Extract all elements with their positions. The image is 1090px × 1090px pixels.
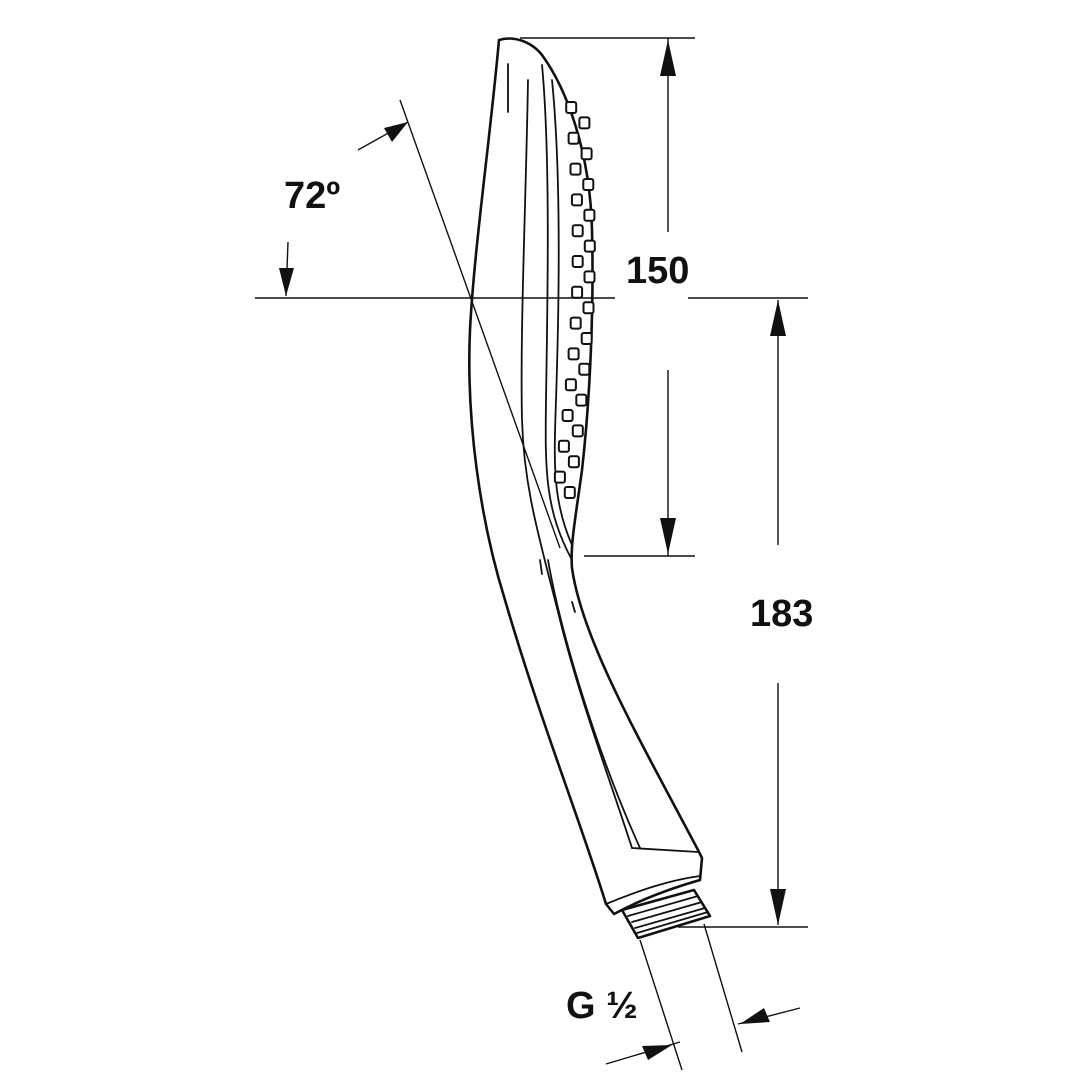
spray-nozzle [571, 255, 584, 268]
hand-shower-body [468, 37, 704, 916]
handset-outline [468, 37, 704, 916]
arrowhead-150-bottom [660, 518, 676, 554]
spray-nozzles [553, 101, 596, 499]
arrowhead-150-top [660, 40, 676, 76]
angle-arrowhead-top [384, 122, 408, 142]
spray-nozzle [567, 347, 580, 361]
spray-nozzle [564, 378, 577, 392]
total-height-dimension: 183 [678, 300, 813, 928]
spray-nozzle [571, 285, 584, 299]
head-length-dimension: 150 [520, 37, 695, 557]
angle-dimension: 72º [279, 99, 561, 549]
thread-dimension: G ½ [566, 923, 801, 1071]
spray-nozzle [571, 224, 584, 238]
threaded-connector [620, 888, 712, 940]
spray-nozzle [565, 101, 578, 114]
spray-nozzle [582, 178, 595, 191]
arrowhead-183-top [770, 300, 786, 336]
spray-nozzle [583, 270, 596, 284]
highlight-mark-2 [571, 601, 576, 613]
highlight-mark-1 [539, 559, 543, 575]
spray-nozzle [578, 116, 591, 130]
spray-nozzle [561, 409, 574, 422]
spray-nozzle [563, 486, 576, 499]
handle-groove-outer [520, 79, 633, 849]
connector-outline [620, 888, 712, 940]
handle-groove-inner [547, 559, 641, 849]
spray-face-inner-edge [551, 79, 573, 546]
thread-line [636, 911, 709, 934]
spray-nozzle [567, 455, 580, 469]
thread-extension-right [703, 923, 743, 1053]
thread-line [634, 907, 706, 929]
spray-nozzle [569, 162, 582, 176]
spray-nozzle [583, 208, 596, 222]
thread-arrowhead-right [740, 1008, 770, 1024]
spray-nozzle [580, 147, 593, 161]
thread-label: G ½ [566, 985, 638, 1027]
angle-arrowhead-bottom [279, 268, 294, 296]
spray-nozzle [580, 332, 593, 345]
spray-nozzle [570, 193, 583, 207]
spray-nozzle [557, 439, 570, 453]
thread-line [627, 895, 699, 917]
thread-arrowhead-left [642, 1045, 672, 1060]
spray-nozzle [583, 239, 596, 253]
spray-nozzle [571, 424, 584, 438]
spray-nozzle [578, 362, 591, 376]
spray-nozzle [569, 316, 582, 330]
spray-face-edge [541, 64, 573, 561]
handle-end-face [631, 847, 699, 853]
angle-label: 72º [284, 175, 340, 217]
total-height-label: 183 [750, 593, 813, 635]
spray-nozzle [582, 301, 595, 315]
thread-line [631, 901, 703, 923]
spray-nozzle [567, 131, 580, 145]
angle-axis-line [399, 99, 561, 549]
head-length-label: 150 [626, 250, 689, 292]
spray-nozzle [575, 393, 588, 407]
spray-nozzle [553, 470, 566, 484]
thread-extension-left [639, 939, 683, 1071]
handle-bottom-edge [605, 875, 701, 905]
arrowhead-183-bottom [770, 889, 786, 925]
